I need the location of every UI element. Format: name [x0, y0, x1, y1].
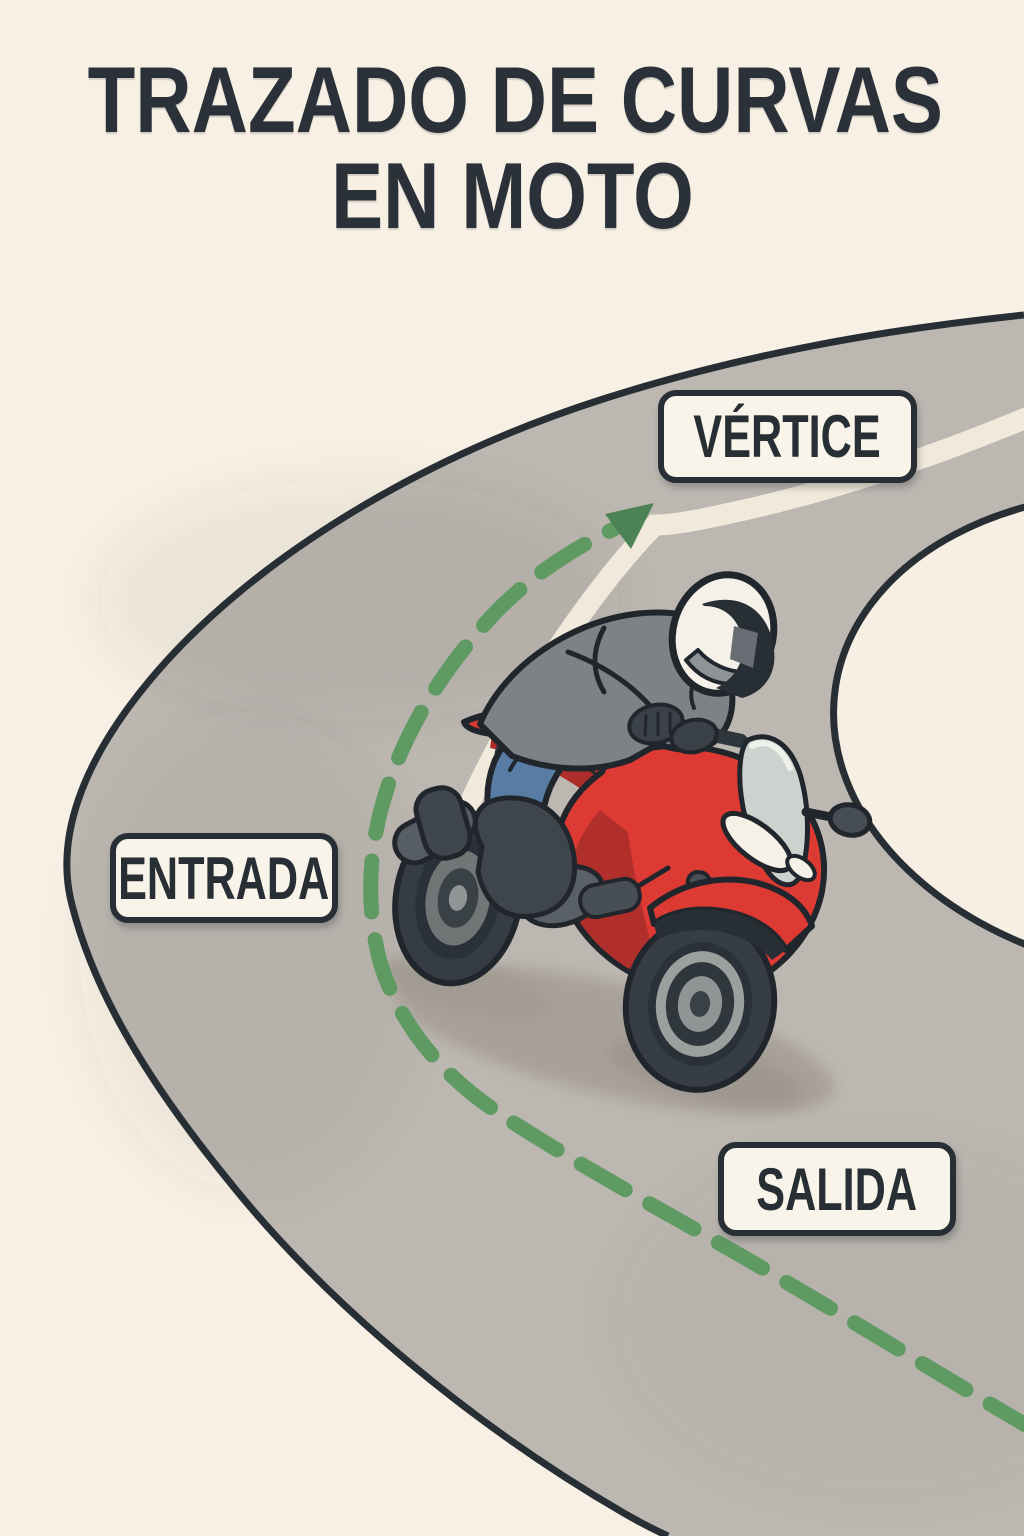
rider-gloves — [627, 702, 748, 755]
label-entry-text: ENTRADA — [118, 844, 330, 912]
rider-helmet — [668, 571, 778, 698]
label-apex: VÉRTICE — [658, 390, 917, 483]
road-shading — [100, 480, 620, 720]
label-exit-text: SALIDA — [756, 1155, 918, 1223]
mirror — [801, 802, 873, 838]
racing-line — [363, 503, 1024, 1433]
headlight-small-icon — [785, 853, 817, 883]
rider-glove-right — [669, 717, 719, 755]
rider-boot — [472, 795, 642, 929]
road-shading — [80, 710, 420, 1190]
page-title: TRAZADO DE CURVAS EN MOTO — [0, 52, 1024, 244]
racing-line-arrow-icon — [605, 503, 654, 549]
label-exit: SALIDA — [718, 1142, 956, 1236]
title-line-1: TRAZADO DE CURVAS — [87, 47, 943, 152]
foot-peg — [578, 876, 642, 920]
title-line-2: EN MOTO — [330, 142, 694, 248]
label-entry: ENTRADA — [110, 833, 338, 923]
visor-glass — [730, 626, 758, 668]
swingarm-cluster — [392, 785, 478, 866]
front-fender — [647, 876, 815, 960]
road-outer-edge — [63, 311, 1024, 1536]
label-apex-text: VÉRTICE — [693, 403, 882, 470]
front-wheel — [622, 915, 778, 1093]
motorcycle — [392, 571, 873, 1093]
helmet-visor — [702, 599, 775, 698]
racing-line-dashes — [363, 521, 1024, 1433]
infield — [830, 489, 1024, 981]
